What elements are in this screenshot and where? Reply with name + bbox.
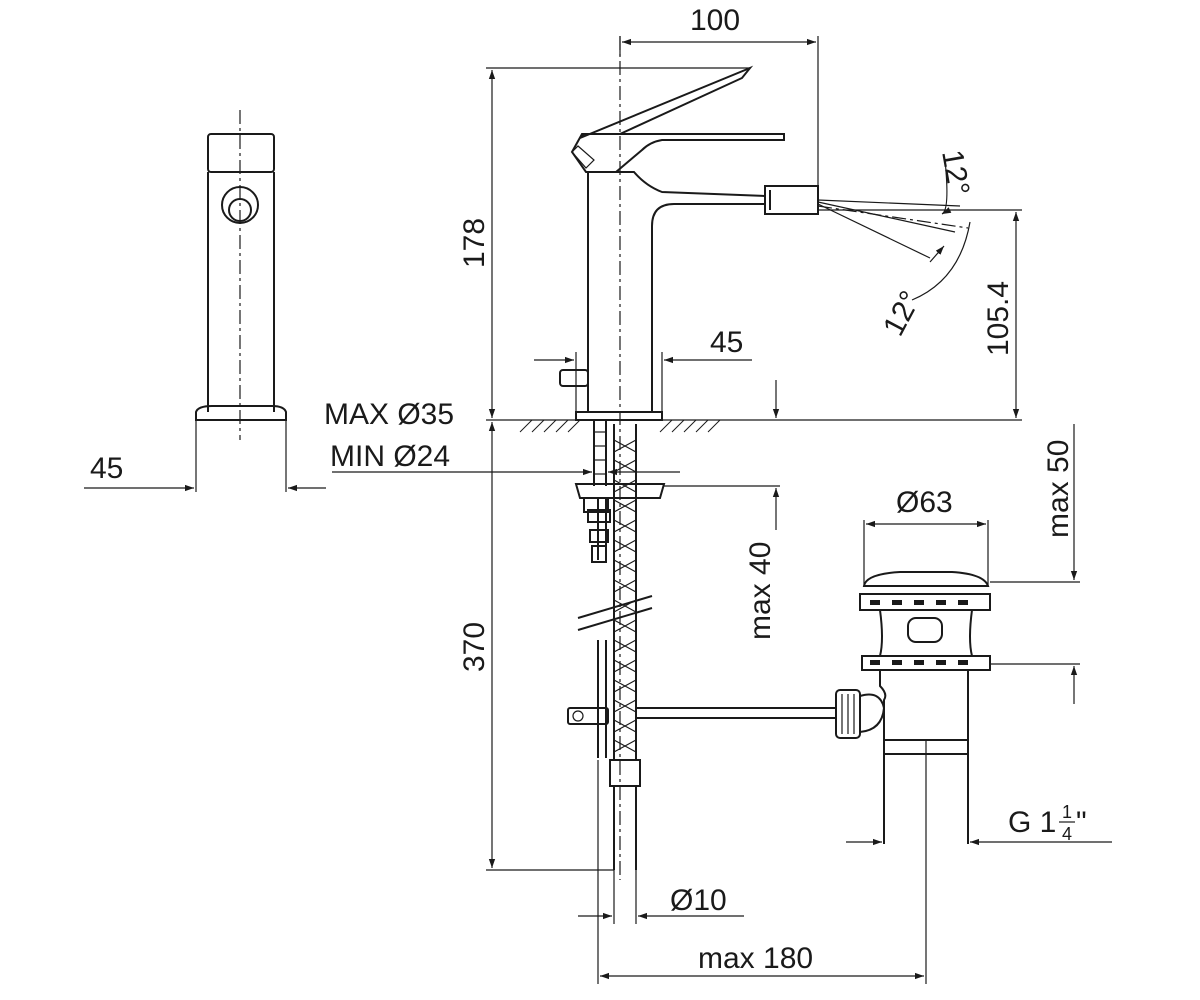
hose-length-label: 370 <box>458 622 491 672</box>
thread-fraction-den: 4 <box>1062 824 1072 844</box>
lever-handle <box>579 65 754 139</box>
under-basin-assembly <box>567 420 836 870</box>
angle-up-label: 12° <box>935 147 975 197</box>
spout-top <box>616 171 766 197</box>
outlet-height-label: 105.4 <box>982 281 1015 356</box>
hole-min-label: MIN Ø24 <box>330 440 450 473</box>
waste-max-label: max 50 <box>1042 440 1075 538</box>
threaded-shank <box>593 420 607 486</box>
thickness-label: max 40 <box>744 542 777 640</box>
mixer-front-view <box>559 36 969 880</box>
angle-down-label: 12° <box>877 286 927 342</box>
max-180-label: max 180 <box>698 942 813 975</box>
angle-down-arc <box>911 221 971 301</box>
mixer-body <box>587 172 765 412</box>
basin-surface <box>519 419 721 433</box>
dimensions: 100 178 45 MAX Ø35 MIN Ø24 105.4 12° 12°… <box>324 4 1112 984</box>
waste-outlet <box>883 754 969 844</box>
waste-body <box>879 609 973 657</box>
waste-flange-bottom <box>861 655 991 671</box>
mixer-base <box>575 411 663 421</box>
side-view: 45 <box>84 110 326 492</box>
popup-knob <box>559 369 589 387</box>
rod-clamp <box>567 707 609 725</box>
lever-cartridge <box>570 133 785 173</box>
waste-slot <box>907 617 943 643</box>
bidet-nozzle <box>764 185 819 215</box>
hose-tail <box>613 786 637 870</box>
side-body <box>207 172 275 412</box>
side-outlet <box>228 198 252 222</box>
waste-lever-cap <box>859 693 886 733</box>
side-handle <box>207 133 275 173</box>
waste-tail <box>879 670 969 741</box>
nut-block <box>583 497 609 513</box>
hose-diameter-label: Ø10 <box>670 884 727 917</box>
side-outlet-ring <box>221 186 259 224</box>
side-width-label: 45 <box>90 452 123 485</box>
angle-up-arc <box>941 159 952 215</box>
thread-suffix: " <box>1076 806 1087 839</box>
waste-diameter-label: Ø63 <box>896 486 953 519</box>
side-base <box>195 405 287 421</box>
popup-waste <box>835 571 991 844</box>
thread-fraction-num: 1 <box>1062 802 1072 822</box>
height-label: 178 <box>458 218 491 268</box>
hose-end-fitting <box>609 759 641 787</box>
fixing-nut <box>574 483 666 499</box>
base-label: 45 <box>710 326 743 359</box>
connecting-rod <box>636 707 836 719</box>
waste-lever-housing <box>835 689 861 739</box>
waste-cap <box>862 571 990 587</box>
reach-label: 100 <box>690 4 740 37</box>
waste-flange-top <box>859 593 991 611</box>
break-lines <box>577 595 653 631</box>
thread-label: G 1 <box>1008 806 1056 839</box>
hole-max-label: MAX Ø35 <box>324 398 454 431</box>
